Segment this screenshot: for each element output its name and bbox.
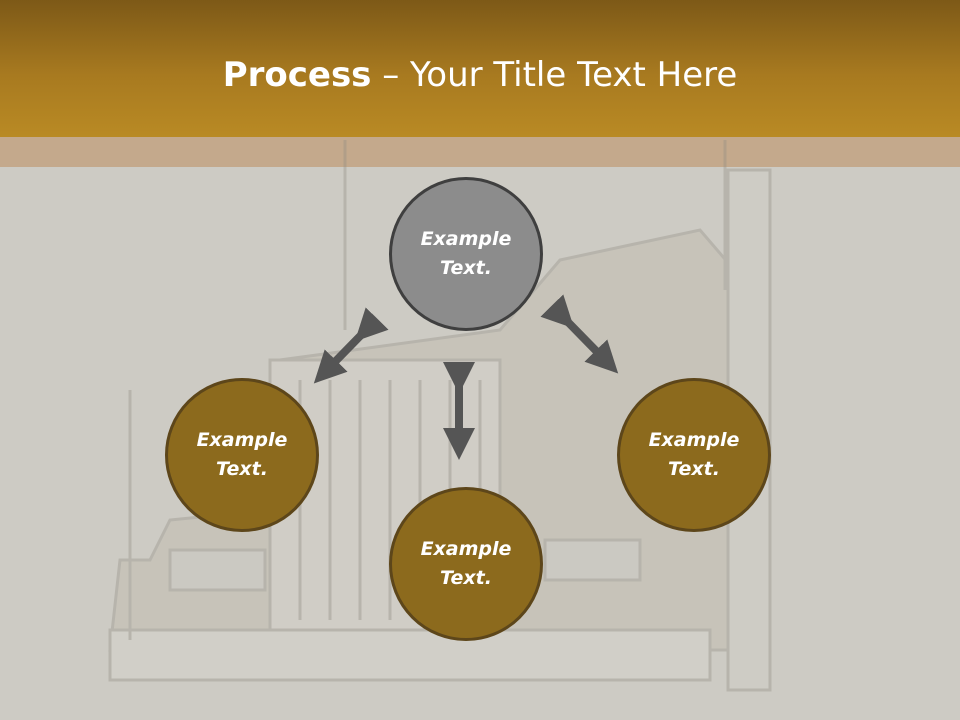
node-top-text: Example Text. xyxy=(420,228,512,279)
slide-title-rest: – Your Title Text Here xyxy=(371,55,738,95)
node-bottom-text: Example Text. xyxy=(420,538,512,589)
title-bar xyxy=(0,0,960,137)
arrow-top-left xyxy=(313,307,389,384)
process-node-right[interactable]: Example Text. xyxy=(617,378,771,532)
process-node-top[interactable]: Example Text. xyxy=(389,177,543,331)
slide-title: Process – Your Title Text Here xyxy=(0,52,960,98)
accent-stripe xyxy=(0,137,960,167)
arrow-top-right xyxy=(540,294,619,374)
node-right-text: Example Text. xyxy=(648,429,740,480)
process-node-left[interactable]: Example Text. xyxy=(165,378,319,532)
node-left-text: Example Text. xyxy=(196,429,288,480)
slide-title-bold: Process xyxy=(222,55,372,95)
process-node-bottom[interactable]: Example Text. xyxy=(389,487,543,641)
